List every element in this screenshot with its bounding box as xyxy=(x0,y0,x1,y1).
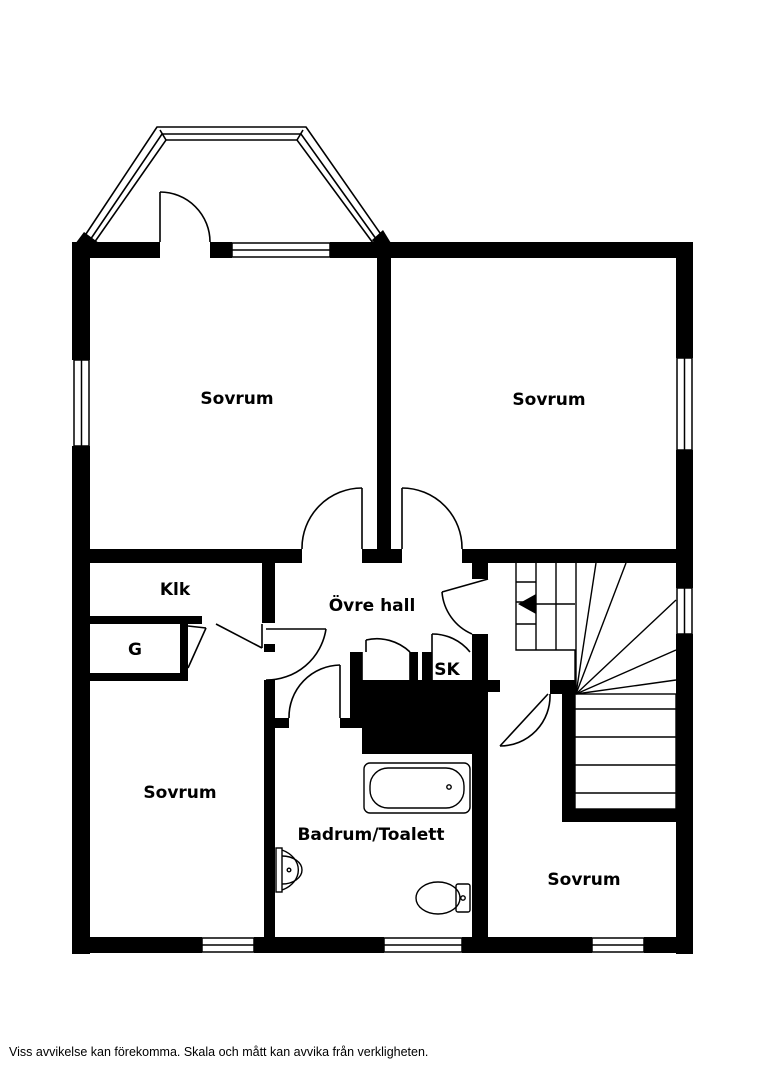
washbasin xyxy=(275,847,303,893)
room-label-g: G xyxy=(128,640,142,660)
bay-window xyxy=(79,126,388,244)
room-label-sk-right: SK xyxy=(434,660,460,680)
room-label-badrum: Badrum/Toalett xyxy=(297,825,444,845)
room-label-sovrum-upper-left: Sovrum xyxy=(200,389,273,409)
room-label-sovrum-upper-right: Sovrum xyxy=(512,390,585,410)
room-label-ovre-hall: Övre hall xyxy=(329,594,416,616)
room-label-sk-left: SK xyxy=(371,679,397,699)
staircase xyxy=(515,562,677,810)
room-label-sovrum-lower-right: Sovrum xyxy=(547,870,620,890)
disclaimer-text: Viss avvikelse kan förekomma. Skala och … xyxy=(9,1045,429,1059)
windows xyxy=(73,242,693,953)
stair-direction-arrow-icon xyxy=(518,594,536,614)
room-label-sovrum-lower-left: Sovrum xyxy=(143,783,216,803)
room-label-klk: Klk xyxy=(160,580,191,600)
exterior-walls xyxy=(72,242,693,954)
doors xyxy=(159,191,551,747)
toilet xyxy=(415,881,471,915)
interior-walls xyxy=(82,252,686,944)
bathtub xyxy=(363,762,471,814)
